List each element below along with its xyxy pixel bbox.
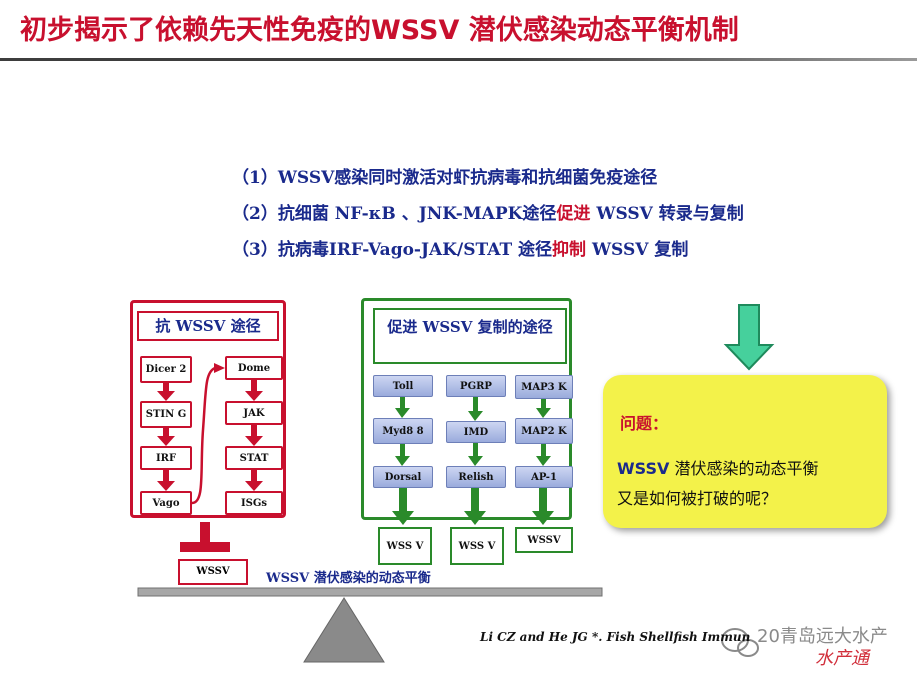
node-irf: IRF: [140, 446, 192, 470]
anti-left-arrows: [157, 383, 175, 491]
balance-wssv-box: WSSV: [178, 559, 248, 585]
question-wssv: WSSV: [617, 459, 670, 478]
node-map2k: MAP2 K: [515, 418, 573, 444]
node-vago: Vago: [140, 491, 192, 515]
node-toll: Toll: [373, 375, 433, 397]
title-divider: [0, 58, 917, 61]
node-dome: Dome: [225, 356, 283, 380]
bullet-3-text-b: WSSV 复制: [586, 240, 689, 260]
node-myd88: Myd8 8: [373, 418, 433, 444]
bullet-1: （1）WSSV感染同时激活对虾抗病毒和抗细菌免疫途径: [232, 163, 657, 188]
anti-right-arrows: [245, 380, 263, 491]
bullet-3-text-a: 抗病毒IRF-Vago-JAK/STAT 途径: [277, 240, 553, 260]
node-relish: Relish: [446, 466, 506, 488]
question-line-2: 又是如何被打破的呢？: [617, 489, 778, 508]
node-ap1: AP-1: [515, 466, 573, 488]
node-wssv-output-1: WSS V: [378, 527, 432, 565]
bullet-2-text-a: 抗细菌 NF-κB 、JNK-MAPK途径: [277, 204, 557, 224]
node-wssv-output-2: WSS V: [450, 527, 504, 565]
node-dicer2: Dicer 2: [140, 356, 192, 383]
balance-caption: WSSV 潜伏感染的动态平衡: [266, 571, 431, 586]
watermark-logo-text: 水产通: [815, 648, 869, 669]
down-arrow-icon: [723, 304, 775, 371]
vago-to-dome-arrow: [191, 366, 216, 505]
node-dorsal: Dorsal: [373, 466, 433, 488]
node-sting: STIN G: [140, 401, 192, 428]
node-stat: STAT: [225, 446, 283, 470]
node-isgs: ISGs: [225, 491, 283, 515]
bullet-2-text-b: WSSV 转录与复制: [590, 204, 744, 224]
inhibition-bar: [180, 522, 230, 552]
question-label: 问题：: [620, 414, 669, 433]
slide-title: 初步揭示了依赖先天性免疫的WSSV 潜伏感染动态平衡机制: [20, 15, 739, 46]
anti-pathway-title: 抗 WSSV 途径: [137, 311, 279, 341]
bullet-3-highlight: 抑制: [552, 240, 587, 260]
bullet-2: （2）抗细菌 NF-κB 、JNK-MAPK途径促进 WSSV 转录与复制: [232, 199, 744, 224]
balance-beam: [137, 587, 603, 597]
bullet-2-prefix: （2）: [232, 204, 278, 224]
pro-arrows: [392, 397, 554, 525]
watermark-text: 20青岛远大水产: [757, 626, 888, 647]
balance-fulcrum: [303, 597, 385, 663]
pro-pathway-title: 促进 WSSV 复制的途径: [373, 308, 567, 364]
question-line-1: WSSV 潜伏感染的动态平衡: [617, 455, 818, 479]
node-jak: JAK: [225, 401, 283, 425]
citation: Li CZ and He JG *. Fish Shellfish Immun: [480, 630, 751, 644]
question-line-1-text: 潜伏感染的动态平衡: [669, 459, 819, 478]
bullet-3-prefix: （3）: [232, 240, 278, 260]
node-wssv-output-3: WSSV: [515, 527, 573, 553]
bullet-3: （3）抗病毒IRF-Vago-JAK/STAT 途径抑制 WSSV 复制: [232, 235, 688, 260]
bullet-1-text: WSSV感染同时激活对虾抗病毒和抗细菌免疫途径: [277, 168, 658, 188]
wechat-icon: [721, 628, 759, 657]
question-panel: [603, 375, 887, 528]
bullet-1-prefix: （1）: [232, 168, 278, 188]
node-imd: IMD: [446, 421, 506, 443]
bullet-2-highlight: 促进: [556, 204, 591, 224]
node-map3k: MAP3 K: [515, 375, 573, 399]
node-pgrp: PGRP: [446, 375, 506, 397]
